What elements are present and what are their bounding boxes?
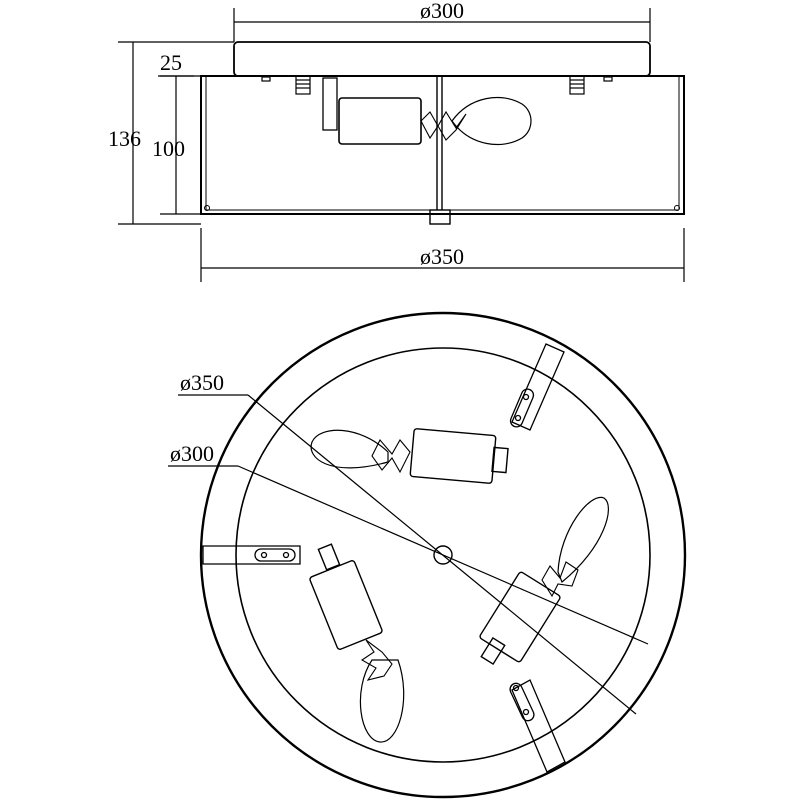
shade-brackets: [202, 343, 566, 773]
lamp-socket-3: [309, 543, 405, 743]
shade-diameter-label: ø350: [420, 244, 464, 269]
plan-inner-diameter-label: ø300: [170, 441, 214, 466]
shade-height-label: 100: [152, 136, 185, 161]
outer-shade-circle: [199, 311, 687, 799]
socket-and-bulb-side: [322, 76, 532, 225]
plan-diameter-leaders: ø350 ø300: [168, 370, 649, 715]
plate-height-label: 25: [160, 50, 182, 75]
inner-plate-circle: [235, 347, 651, 763]
ceiling-plate: [233, 41, 651, 77]
side-elevation-view: ø300: [108, 0, 685, 282]
total-height-label: 136: [108, 126, 141, 151]
plan-outer-diameter-label: ø350: [180, 370, 224, 395]
plan-view: ø350 ø300: [168, 311, 687, 799]
shade-diameter-dimension: ø350: [200, 228, 685, 282]
lamp-socket-1: [310, 428, 509, 484]
top-diameter-dimension: ø300: [233, 0, 651, 42]
center-hub: [433, 545, 453, 565]
lamp-socket-2: [479, 496, 609, 666]
height-dimensions: 25 136 100: [108, 41, 234, 225]
top-diameter-label: ø300: [420, 0, 464, 23]
